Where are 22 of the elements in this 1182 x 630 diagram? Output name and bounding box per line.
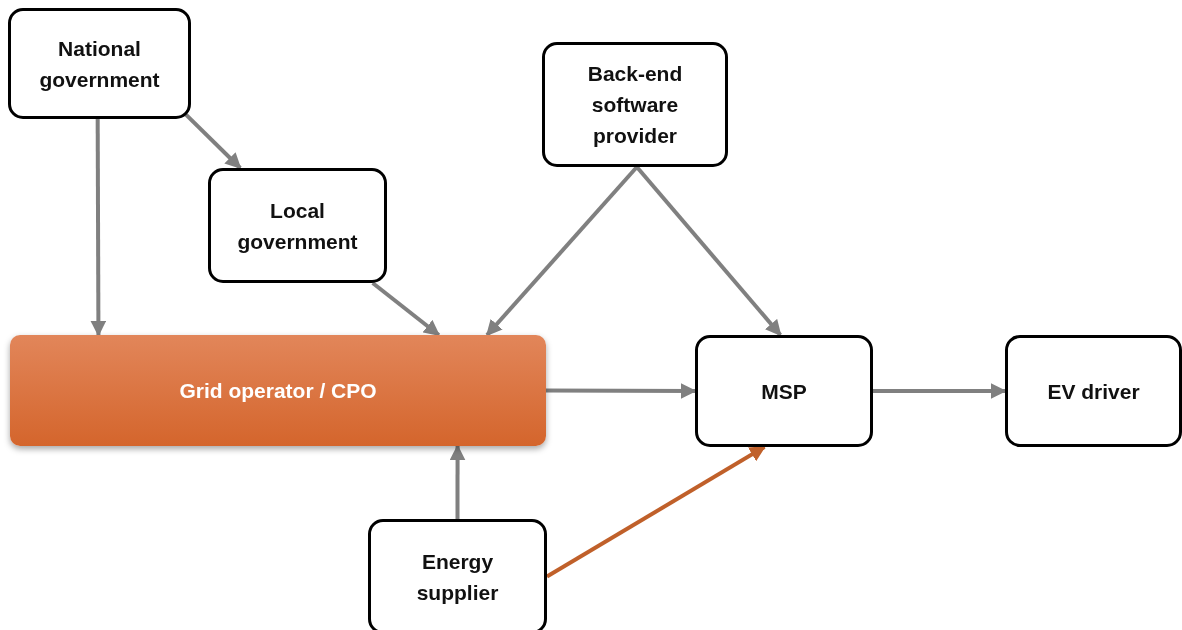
node-label: EV driver <box>1047 378 1140 405</box>
process-box <box>695 335 873 447</box>
arrow <box>449 444 466 519</box>
node-label: National government <box>38 35 161 93</box>
highlighted-box <box>10 335 546 446</box>
process-box <box>542 42 728 167</box>
arrow <box>635 165 782 337</box>
arrow <box>485 165 639 337</box>
arrow <box>873 383 1007 399</box>
arrow <box>371 281 441 337</box>
process-box <box>1005 335 1182 447</box>
arrow <box>545 445 766 579</box>
arrow <box>546 382 697 399</box>
node-label: Back-end software provider <box>586 61 684 149</box>
process-box <box>8 8 191 119</box>
arrow <box>90 119 107 337</box>
process-box <box>208 168 387 283</box>
node-label: Local government <box>236 197 359 255</box>
process-box <box>368 519 547 630</box>
node-label: MSP <box>761 378 807 405</box>
node-label: Grid operator / CPO <box>179 378 377 404</box>
node-label: Energy supplier <box>415 548 500 606</box>
